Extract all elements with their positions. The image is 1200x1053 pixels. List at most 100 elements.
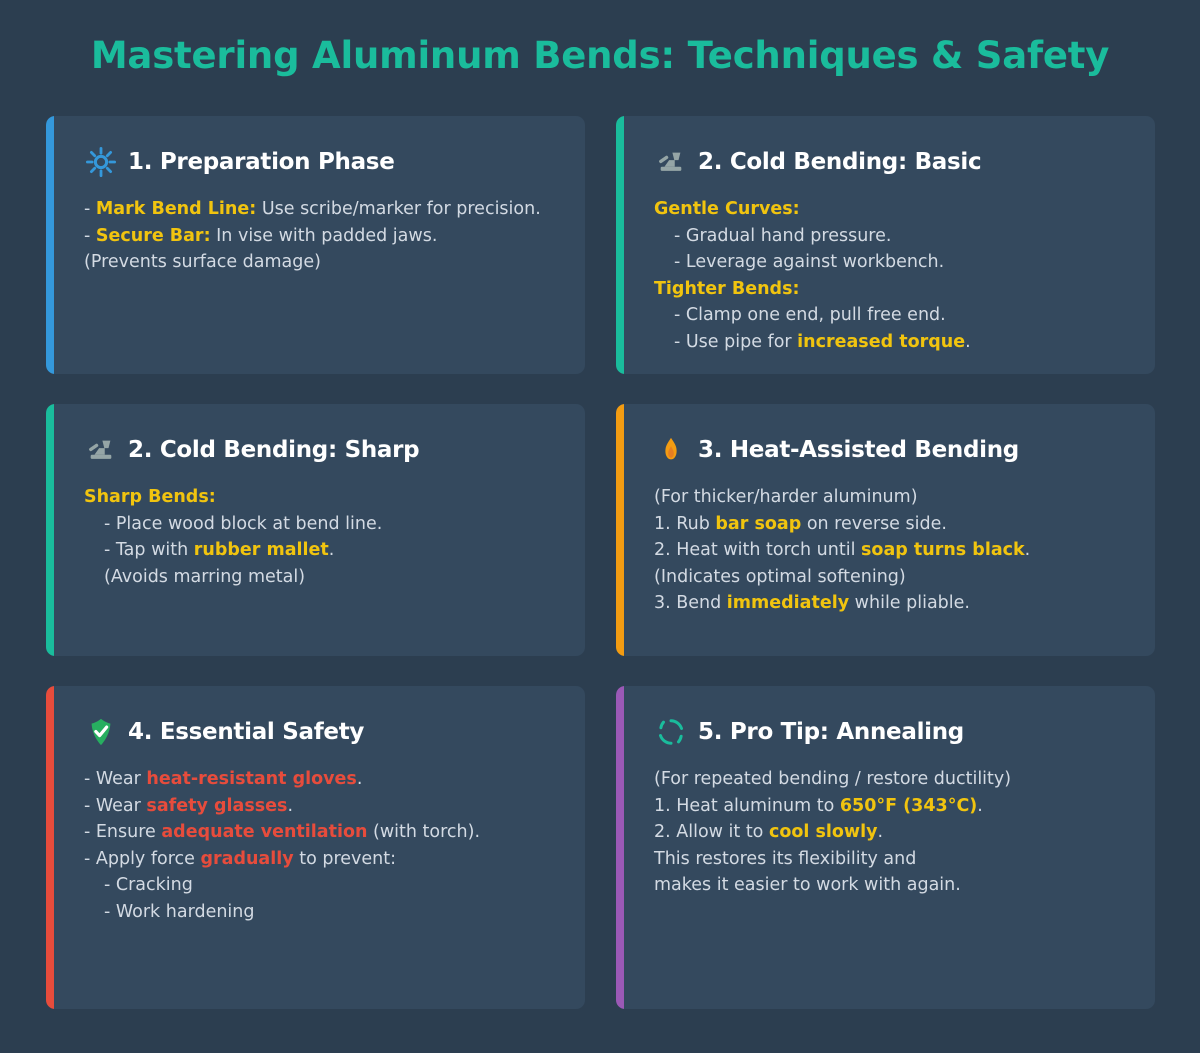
card-text-line: - Wear heat-resistant gloves. — [84, 766, 559, 793]
highlight-text: Gentle Curves: — [654, 199, 800, 219]
plain-text: In vise with padded jaws. — [210, 225, 438, 246]
highlight-text: soap turns black — [861, 540, 1025, 560]
plain-text: - Wear — [84, 769, 147, 789]
card-text-line: - Clamp one end, pull free end. — [654, 302, 1129, 329]
plain-text: 1. Rub — [654, 513, 716, 534]
plain-text: 2. Allow it to — [654, 822, 769, 842]
plain-text: makes it easier to work with again. — [654, 875, 961, 895]
card-title: 5. Pro Tip: Annealing — [698, 719, 964, 745]
plain-text: to prevent: — [293, 848, 397, 869]
plain-text: - Apply force — [84, 848, 201, 869]
card-text-line: (Avoids marring metal) — [84, 564, 559, 591]
plain-text: . — [356, 769, 363, 789]
sun-gear-icon — [84, 145, 118, 179]
plain-text: (Avoids marring metal) — [104, 566, 306, 587]
card-accent-bar — [616, 404, 624, 656]
card-accent-bar — [46, 404, 54, 656]
plain-text: - Gradual hand pressure. — [674, 225, 892, 246]
plain-text: . — [965, 331, 971, 352]
card-text-line: 1. Rub bar soap on reverse side. — [654, 511, 1129, 538]
card-title: 3. Heat-Assisted Bending — [698, 437, 1019, 463]
plain-text: - Ensure — [84, 822, 162, 842]
card-preparation-phase: 1. Preparation Phase- Mark Bend Line: Us… — [46, 116, 585, 374]
card-body: (For repeated bending / restore ductilit… — [654, 766, 1129, 899]
plain-text: Use scribe/marker for precision. — [256, 199, 541, 219]
plain-text: (with torch). — [367, 822, 481, 842]
card-body: (For thicker/harder aluminum)1. Rub bar … — [654, 484, 1129, 617]
plain-text: 2. Heat with torch until — [654, 540, 862, 560]
anvil-hammer-icon — [654, 145, 688, 179]
page-title: Mastering Aluminum Bends: Techniques & S… — [90, 34, 1110, 77]
card-text-line: 2. Heat with torch until soap turns blac… — [654, 537, 1129, 564]
card-accent-bar — [46, 686, 54, 1009]
card-title: 2. Cold Bending: Basic — [698, 149, 982, 175]
highlight-text: cool slowly — [768, 822, 878, 842]
highlight-text: immediately — [726, 593, 850, 613]
card-text-line: makes it easier to work with again. — [654, 872, 1129, 899]
highlight-text: 650°F (343°C) — [839, 795, 978, 816]
plain-text: - Work hardening — [104, 901, 255, 922]
plain-text: - Use pipe for — [674, 331, 798, 352]
highlight-text: Mark Bend Line: — [95, 199, 257, 219]
card-body: - Wear heat-resistant gloves.- Wear safe… — [84, 766, 559, 925]
card-text-line: - Work hardening — [84, 899, 559, 926]
card-body: Gentle Curves: - Gradual hand pressure. - … — [654, 196, 1129, 355]
card-text-line: - Leverage against workbench. — [654, 249, 1129, 276]
card-body: - Mark Bend Line: Use scribe/marker for … — [84, 196, 559, 276]
card-text-line: - Mark Bend Line: Use scribe/marker for … — [84, 196, 559, 223]
card-accent-bar — [46, 116, 54, 374]
highlight-text: safety glasses — [146, 795, 288, 816]
card-header: 2. Cold Bending: Sharp — [84, 430, 559, 470]
card-accent-bar — [616, 686, 624, 1009]
plain-text: . — [977, 795, 983, 816]
card-text-line: (For repeated bending / restore ductilit… — [654, 766, 1129, 793]
card-grid: 1. Preparation Phase- Mark Bend Line: Us… — [46, 116, 1155, 1009]
card-text-line: - Use pipe for increased torque. — [654, 329, 1129, 356]
card-header: 5. Pro Tip: Annealing — [654, 712, 1129, 752]
plain-text: - Wear — [84, 795, 147, 816]
anvil-hammer-icon — [84, 433, 118, 467]
highlight-text: Secure Bar: — [95, 225, 211, 246]
highlight-text: increased torque — [797, 331, 966, 352]
card-text-line: - Gradual hand pressure. — [654, 223, 1129, 250]
plain-text: (For repeated bending / restore ductilit… — [654, 769, 1012, 789]
highlight-text: bar soap — [715, 513, 802, 534]
plain-text: - Place wood block at bend line. — [104, 513, 383, 534]
card-text-line: 2. Allow it to cool slowly. — [654, 819, 1129, 846]
plain-text: - Cracking — [104, 875, 193, 895]
plain-text: 3. Bend — [654, 593, 727, 613]
shield-check-icon — [84, 715, 118, 749]
card-text-line: (Indicates optimal softening) — [654, 564, 1129, 591]
highlight-text: Sharp Bends: — [84, 487, 216, 507]
card-body: Sharp Bends: - Place wood block at bend l… — [84, 484, 559, 590]
card-text-line: - Place wood block at bend line. — [84, 511, 559, 538]
plain-text: . — [287, 795, 294, 816]
plain-text: while pliable. — [849, 593, 970, 613]
plain-text: - — [84, 199, 96, 219]
plain-text: (Prevents surface damage) — [84, 252, 321, 272]
plain-text: . — [328, 540, 335, 560]
card-text-line: Gentle Curves: — [654, 196, 1129, 223]
card-text-line: (For thicker/harder aluminum) — [654, 484, 1129, 511]
card-text-line: - Ensure adequate ventilation (with torc… — [84, 819, 559, 846]
card-accent-bar — [616, 116, 624, 374]
card-title: 4. Essential Safety — [128, 719, 365, 745]
refresh-circle-icon — [654, 715, 688, 749]
card-pro-tip-annealing: 5. Pro Tip: Annealing (For repeated bendi… — [616, 686, 1155, 1009]
plain-text: . — [1024, 540, 1031, 560]
highlight-text: Tighter Bends: — [654, 278, 800, 299]
highlight-text: heat-resistant gloves — [146, 769, 357, 789]
card-text-line: Tighter Bends: — [654, 276, 1129, 303]
plain-text: - — [84, 225, 96, 246]
card-header: 2. Cold Bending: Basic — [654, 142, 1129, 182]
plain-text: - Clamp one end, pull free end. — [674, 305, 946, 325]
highlight-text: rubber mallet — [193, 540, 329, 560]
card-essential-safety: 4. Essential Safety - Wear heat-resistant… — [46, 686, 585, 1009]
plain-text: - Leverage against workbench. — [674, 252, 945, 272]
card-text-line: - Secure Bar: In vise with padded jaws. — [84, 223, 559, 250]
card-text-line: 1. Heat aluminum to 650°F (343°C). — [654, 793, 1129, 820]
plain-text: on reverse side. — [801, 513, 947, 534]
